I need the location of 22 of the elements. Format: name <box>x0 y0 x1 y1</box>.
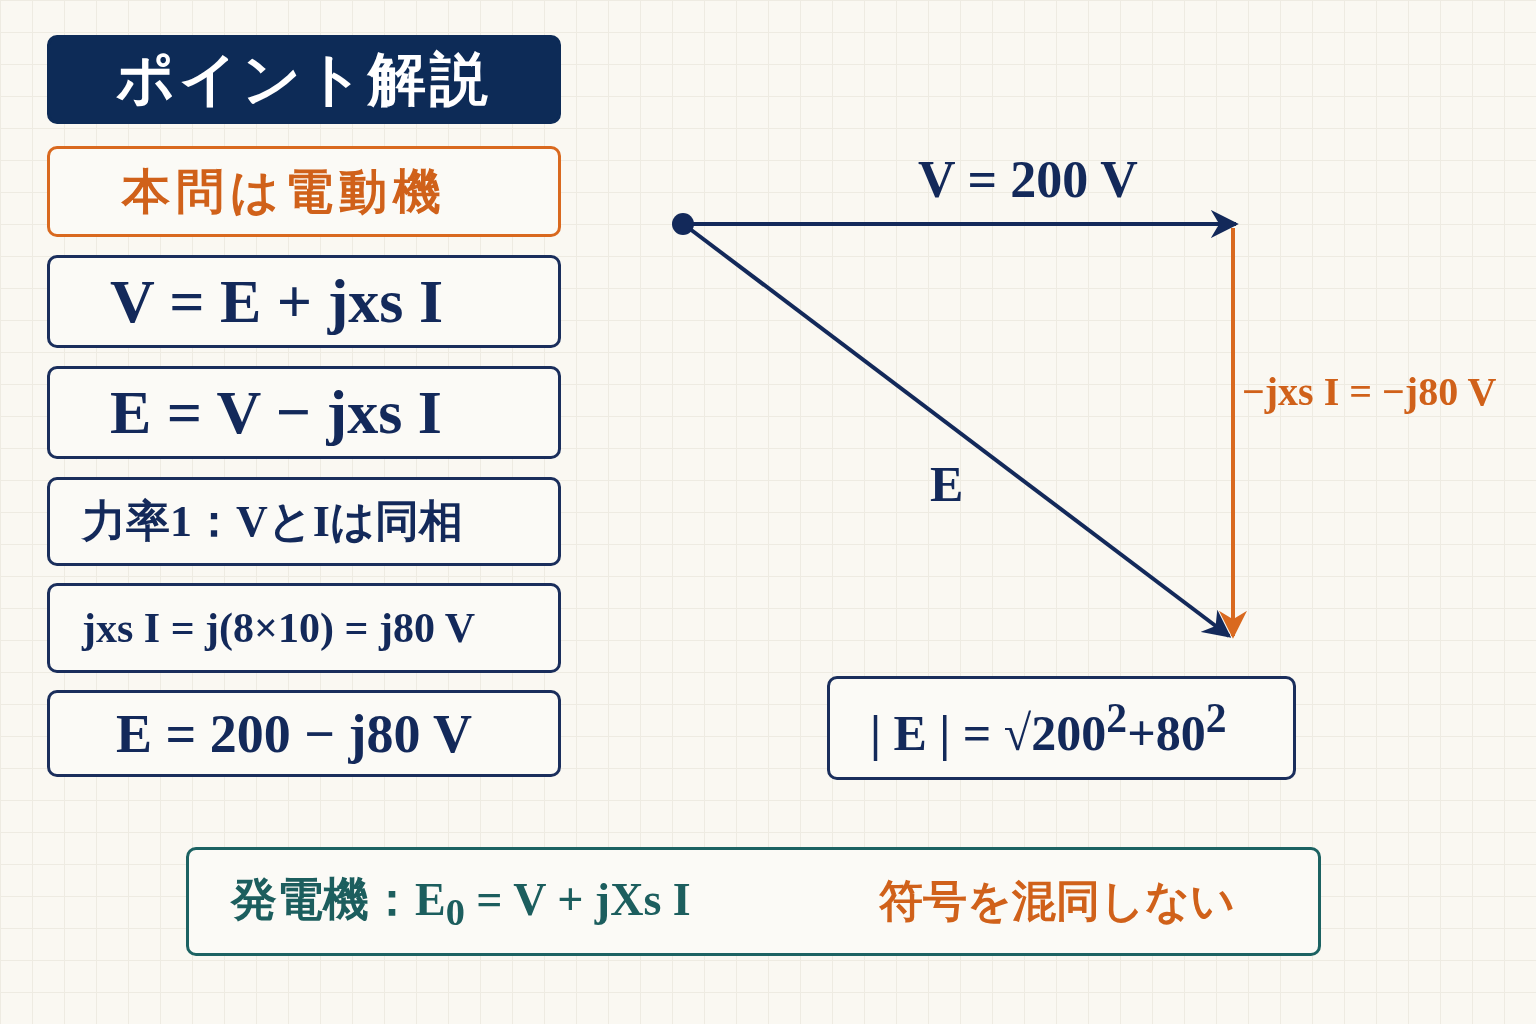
formula-text: | E | = √200$^{2}$+80$^{2}$ <box>870 694 1227 762</box>
formula-text: V = E + jxs I <box>110 266 444 337</box>
note-text: 本問は電動機 <box>121 161 447 221</box>
vector-label: V = 200 V <box>918 150 1138 209</box>
vector-label: −jxs I = −j80 V <box>1242 368 1497 415</box>
summary-box <box>186 847 1321 956</box>
note-box <box>47 477 561 566</box>
formula-text: 発電機：E$_{0}$ = V + jXs I <box>231 872 691 935</box>
note-text: 符号を混同しない <box>879 874 1235 928</box>
formula-box <box>827 676 1296 780</box>
formula-box <box>47 255 561 348</box>
formula-text: E = V − jxs I <box>110 377 442 448</box>
note-text: 力率1：VとIは同相 <box>82 496 463 548</box>
formula-box <box>47 583 561 673</box>
formula-box <box>47 690 561 777</box>
heading-text: ポイント解説 <box>116 43 492 115</box>
vector-label: E <box>930 455 964 513</box>
note-box <box>47 146 561 237</box>
heading-banner <box>47 35 561 124</box>
formula-box <box>47 366 561 459</box>
formula-text: E = 200 − j80 V <box>116 702 473 765</box>
formula-text: jxs I = j(8×10) = j80 V <box>82 604 475 652</box>
